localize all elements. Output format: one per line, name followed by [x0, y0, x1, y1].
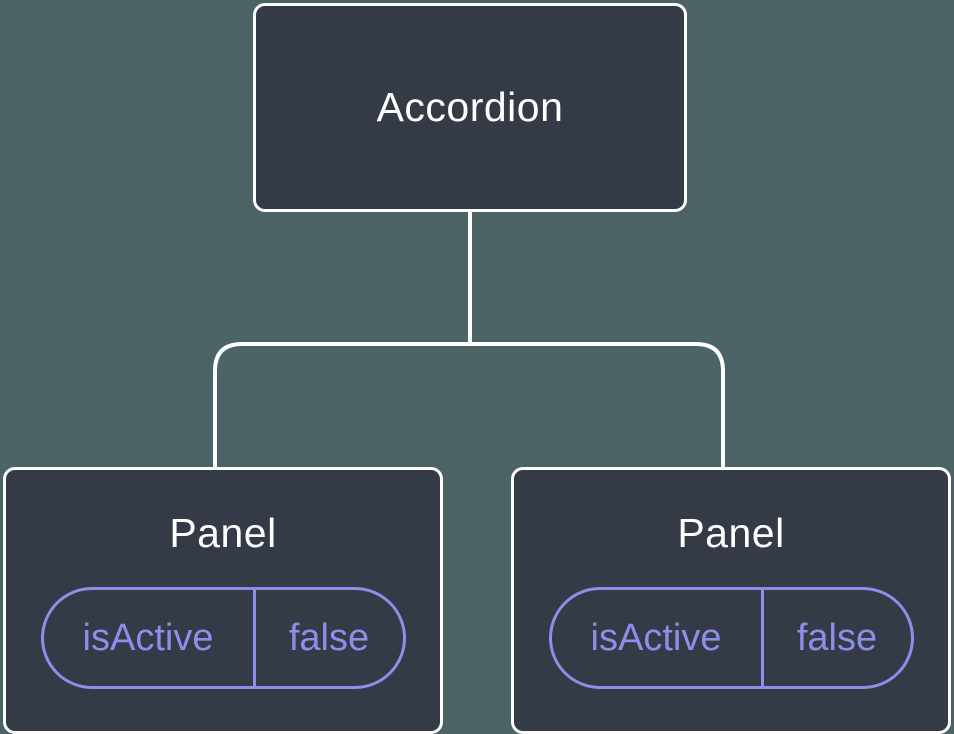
panel-node-left: Panel isActive false: [3, 467, 443, 734]
accordion-node: Accordion: [253, 3, 687, 212]
accordion-label: Accordion: [376, 84, 564, 130]
state-name-cell: isActive: [552, 590, 764, 686]
state-value-cell: false: [288, 617, 370, 659]
branch-bracket-connector: [213, 342, 725, 467]
panel-title: Panel: [677, 510, 785, 556]
panel-title: Panel: [169, 510, 277, 556]
state-name-cell: isActive: [44, 590, 256, 686]
state-pill: isActive false: [548, 587, 914, 689]
state-pill: isActive false: [40, 587, 406, 689]
panel-node-right: Panel isActive false: [511, 467, 951, 734]
state-value-cell: false: [796, 617, 878, 659]
